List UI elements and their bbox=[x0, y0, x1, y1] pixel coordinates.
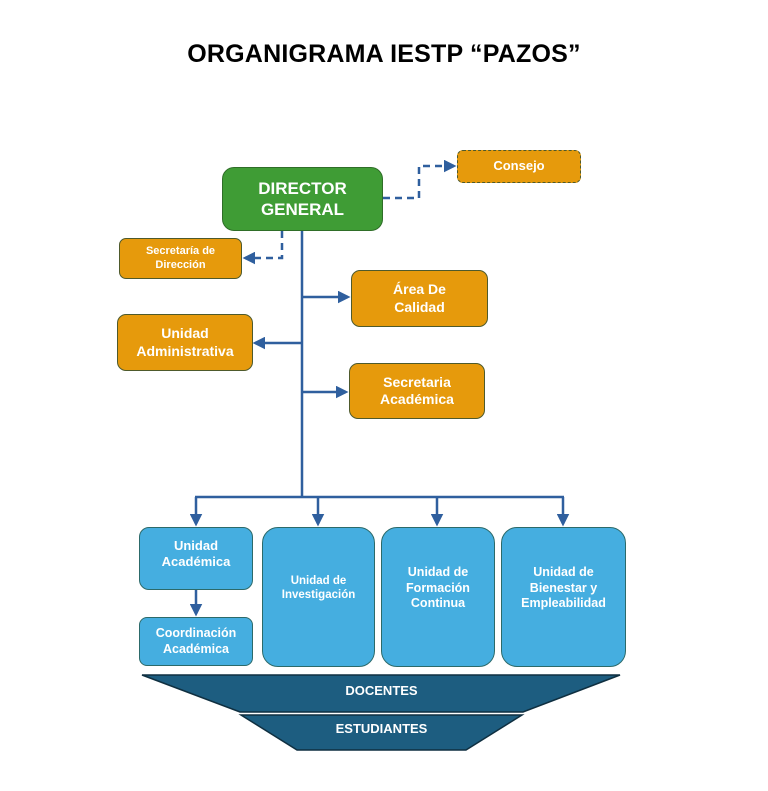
node-unidad-bienestar[interactable]: Unidad de Bienestar y Empleabilidad bbox=[501, 527, 626, 667]
node-label: DIRECTOR GENERAL bbox=[258, 178, 347, 219]
estudiantes-band bbox=[238, 714, 525, 751]
node-label: Área De Calidad bbox=[393, 281, 446, 315]
node-unidad-administrativa[interactable]: Unidad Administrativa bbox=[117, 314, 253, 371]
node-label: Coordinación Académica bbox=[155, 625, 237, 656]
node-area-calidad[interactable]: Área De Calidad bbox=[351, 270, 488, 327]
node-unidad-formacion-continua[interactable]: Unidad de Formación Continua bbox=[381, 527, 495, 667]
connector-secretaria-direccion bbox=[242, 231, 284, 265]
node-director-general[interactable]: DIRECTOR GENERAL bbox=[222, 167, 383, 231]
docentes-band bbox=[141, 674, 621, 713]
node-consejo[interactable]: Consejo bbox=[457, 150, 581, 183]
node-label: Consejo bbox=[493, 158, 545, 174]
node-label: Secretaría de Dirección bbox=[145, 244, 216, 271]
docentes-label: DOCENTES bbox=[345, 683, 418, 698]
node-secretaria-direccion[interactable]: Secretaría de Dirección bbox=[119, 238, 242, 279]
node-unidad-investigacion[interactable]: Unidad de Investigación bbox=[262, 527, 375, 667]
node-label: Unidad de Bienestar y Empleabilidad bbox=[521, 565, 606, 611]
node-label: Unidad de Formación Continua bbox=[406, 565, 470, 611]
node-label: Unidad Administrativa bbox=[136, 325, 234, 359]
node-coordinacion-academica[interactable]: Coordinación Académica bbox=[139, 617, 253, 666]
node-label: Unidad Académica bbox=[161, 538, 231, 570]
chart-title: ORGANIGRAMA IESTP “PAZOS” bbox=[187, 40, 581, 68]
node-unidad-academica[interactable]: Unidad Académica bbox=[139, 527, 253, 590]
node-label: Unidad de Investigación bbox=[281, 575, 356, 602]
connector-consejo bbox=[383, 159, 457, 200]
estudiantes-label: ESTUDIANTES bbox=[335, 721, 428, 736]
node-label: Secretaria Académica bbox=[380, 373, 454, 408]
node-secretaria-academica[interactable]: Secretaria Académica bbox=[349, 363, 485, 419]
